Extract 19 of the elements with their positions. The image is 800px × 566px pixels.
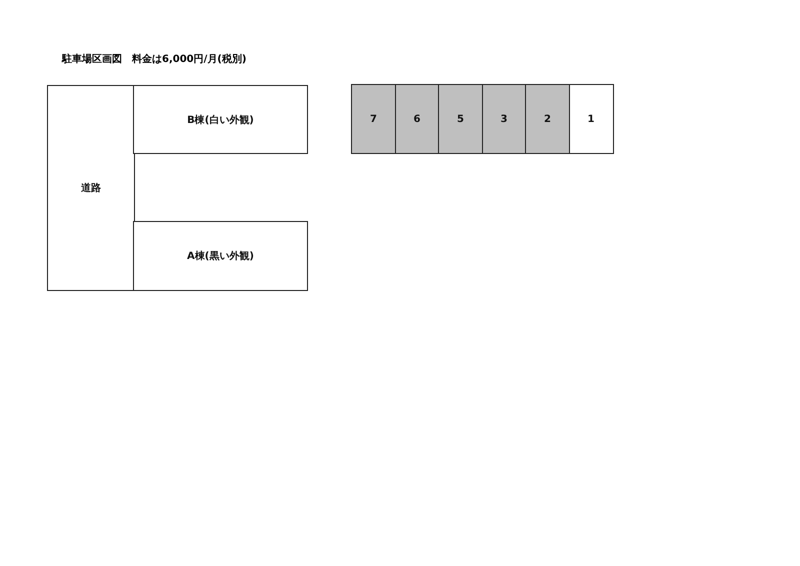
label: A棟(黒い外観) bbox=[187, 250, 254, 263]
parking-space bbox=[568, 84, 614, 154]
parking-space bbox=[525, 84, 570, 154]
parking-space bbox=[482, 84, 526, 154]
label: 1 bbox=[588, 114, 594, 124]
label: 3 bbox=[500, 114, 508, 124]
parking-space bbox=[438, 84, 483, 154]
road-area bbox=[47, 85, 135, 291]
parking-space bbox=[351, 84, 396, 154]
building-block bbox=[133, 85, 308, 154]
label: B棟(白い外観) bbox=[187, 114, 254, 126]
label: 5 bbox=[457, 114, 464, 124]
diagram-title: 駐車場区画図 料金は6,000円/月(税別) bbox=[62, 52, 246, 66]
label: 7 bbox=[370, 114, 377, 124]
building-block bbox=[133, 221, 308, 291]
label: 6 bbox=[414, 114, 420, 124]
label: 道路 bbox=[81, 182, 101, 195]
parking-space bbox=[394, 84, 440, 154]
label: 2 bbox=[544, 114, 551, 124]
